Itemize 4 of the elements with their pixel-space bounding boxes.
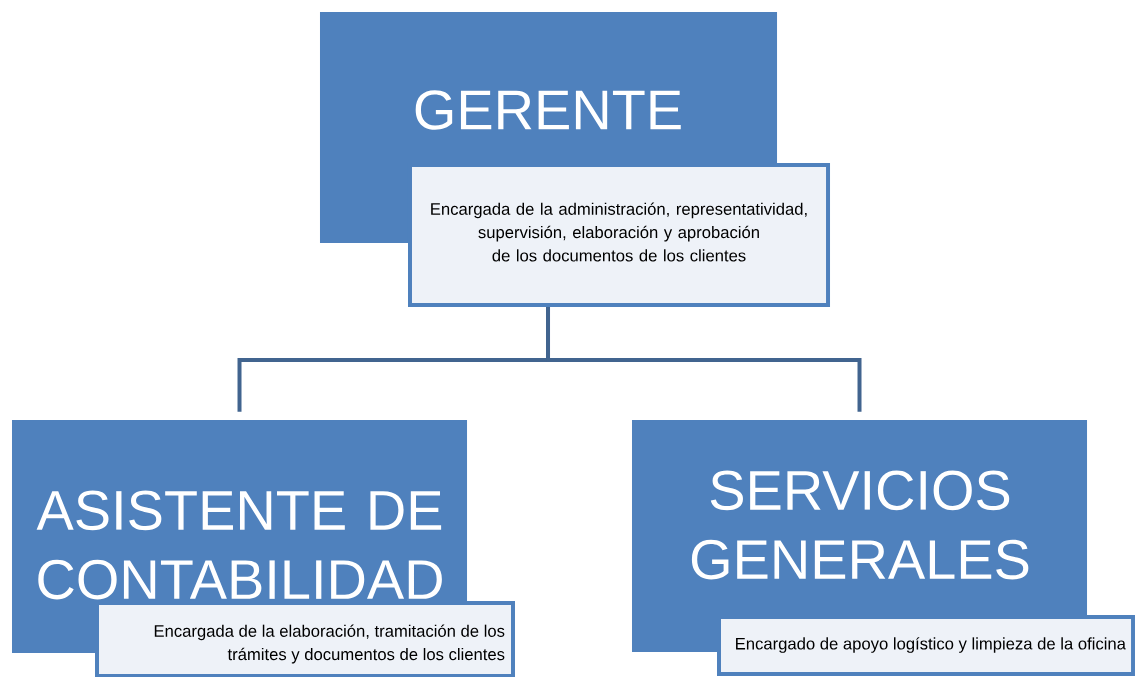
description-box: Encargada de la elaboración, tramitación de los trámites y documentos de los clientes: [95, 601, 515, 677]
description-box: Encargada de la administración, representatividad, supervisión, elaboración y aprobación de los documentos de los clientes: [408, 163, 831, 307]
connector-line: [546, 307, 862, 412]
description-box: Encargado de apoyo logístico y limpieza de la oficina: [717, 615, 1135, 676]
